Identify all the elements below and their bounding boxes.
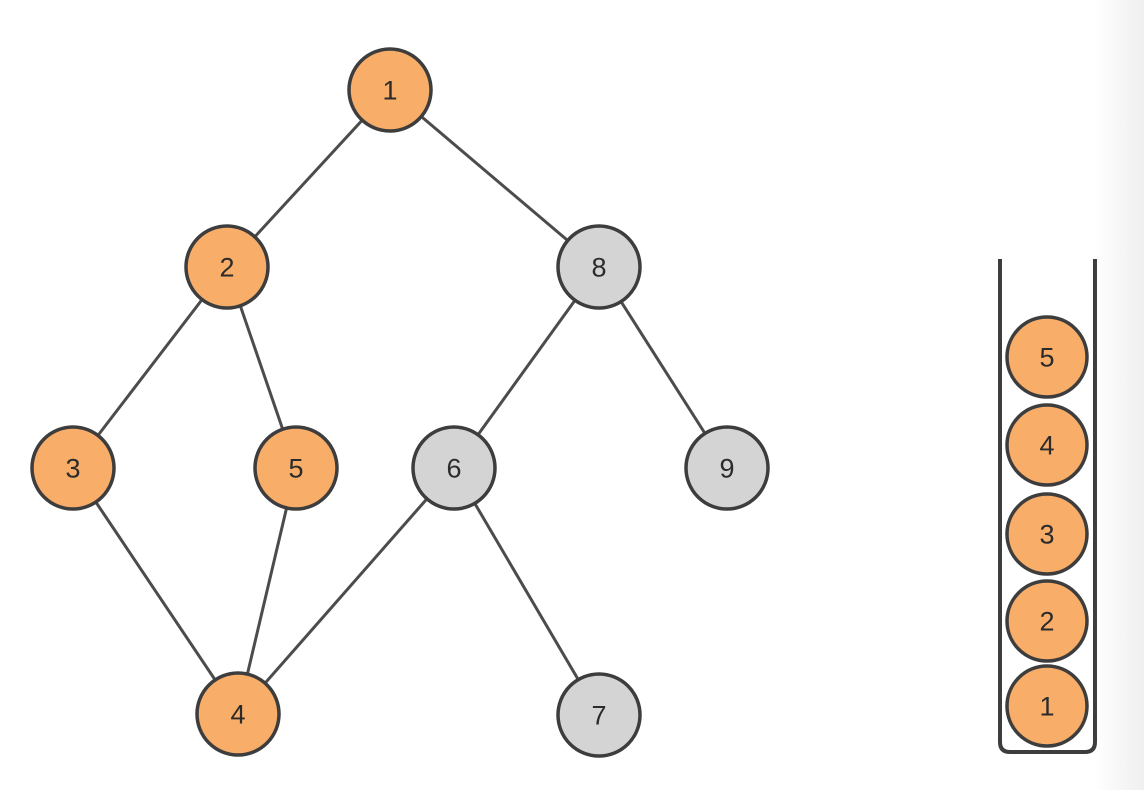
stack-item-2: 2 [1005, 579, 1089, 663]
stack-item-5: 5 [1005, 315, 1089, 399]
stack-item-3-label: 3 [1039, 519, 1054, 549]
graph-node-1-label: 1 [382, 75, 397, 105]
graph-node-8-label: 8 [591, 252, 606, 282]
graph-node-3-label: 3 [65, 453, 80, 483]
graph-edge-3-4 [71, 467, 240, 715]
graph-node-7-label: 7 [591, 700, 606, 730]
graph-edge-6-7 [452, 467, 601, 716]
graph-node-2: 2 [184, 224, 270, 310]
graph-node-5: 5 [253, 425, 339, 511]
stack-item-1-label: 1 [1039, 691, 1054, 721]
stack-item-1-circle [1005, 664, 1089, 748]
stack-item-5-label: 5 [1039, 342, 1054, 372]
stack-item-2-circle [1005, 579, 1089, 663]
graph-node-3-circle [30, 425, 116, 511]
graph-node-3: 3 [30, 425, 116, 511]
graph-node-2-circle [184, 224, 270, 310]
stack-item-2-label: 2 [1039, 606, 1054, 636]
stack-container [998, 259, 1097, 754]
graph-node-4-label: 4 [230, 699, 245, 729]
graph-node-2-label: 2 [219, 252, 234, 282]
stack-item-4-label: 4 [1039, 430, 1054, 460]
stack-item-4-circle [1005, 403, 1089, 487]
graph-node-6-label: 6 [446, 453, 461, 483]
graph-edge-1-8 [389, 88, 600, 269]
graph-node-6: 6 [411, 425, 497, 511]
graph-node-4-circle [195, 671, 281, 757]
graph-node-6-circle [411, 425, 497, 511]
graph-edge-6-4 [236, 467, 456, 715]
graph-node-8: 8 [556, 224, 642, 310]
graph-node-1-circle [347, 47, 433, 133]
stack-item-4: 4 [1005, 403, 1089, 487]
graph-node-5-label: 5 [288, 453, 303, 483]
graph-node-4: 4 [195, 671, 281, 757]
graph-node-9: 9 [684, 425, 770, 511]
stack-item-5-circle [1005, 315, 1089, 399]
graph-node-1: 1 [347, 47, 433, 133]
graph-node-8-circle [556, 224, 642, 310]
graph-node-9-circle [684, 425, 770, 511]
stack-item-3-circle [1005, 492, 1089, 576]
stack-item-1: 1 [1005, 664, 1089, 748]
graph-node-7-circle [556, 672, 642, 758]
graph-node-5-circle [253, 425, 339, 511]
stack-item-3: 3 [1005, 492, 1089, 576]
graph-node-7: 7 [556, 672, 642, 758]
graph-node-9-label: 9 [719, 453, 734, 483]
